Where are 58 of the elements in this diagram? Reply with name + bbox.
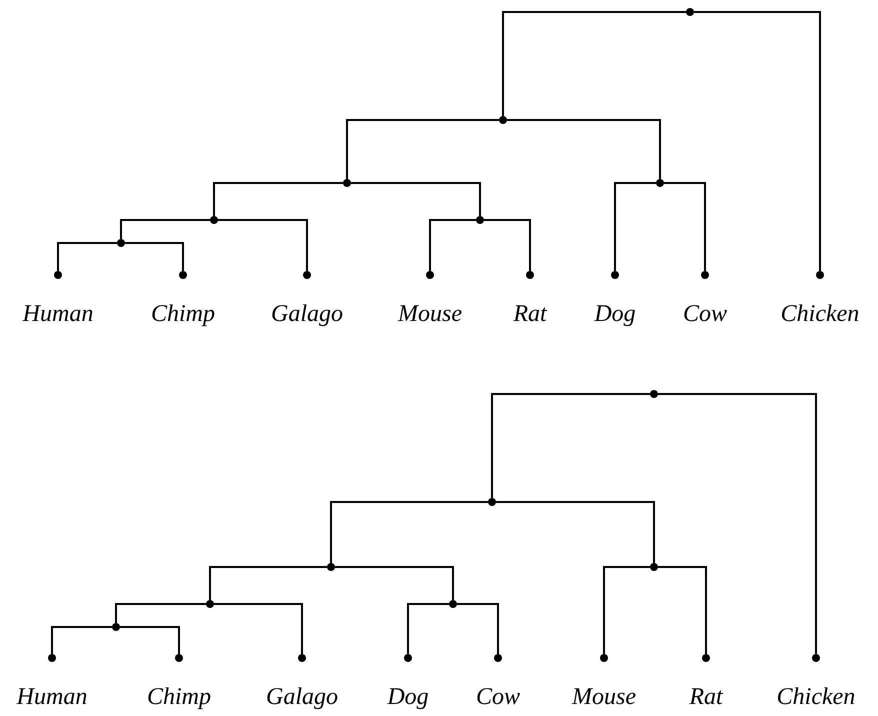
tree-branch	[658, 393, 817, 654]
tree-branch	[658, 566, 707, 654]
tree-branch	[502, 11, 686, 116]
species-label: Cow	[476, 684, 520, 710]
tree-branch	[120, 219, 210, 239]
branch-node-dot	[650, 563, 658, 571]
branch-node-dot	[476, 216, 484, 224]
tree-branch	[694, 11, 821, 271]
species-label: Human	[22, 301, 94, 327]
species-label: Mouse	[572, 684, 636, 710]
tree-branch	[457, 603, 499, 654]
species-label: Dog	[387, 684, 429, 710]
tree-branch	[507, 119, 661, 179]
tree-branch	[213, 182, 343, 216]
branch-node-dot	[210, 216, 218, 224]
tree-branch	[603, 566, 650, 654]
branch-node-dot	[343, 179, 351, 187]
tree-branch	[491, 393, 650, 498]
branch-node-dot	[112, 623, 120, 631]
tree-branch	[335, 566, 454, 600]
tree-branch	[664, 182, 706, 271]
tree-branch	[120, 626, 180, 654]
species-label: Dog	[594, 301, 636, 327]
branch-node-dot	[499, 116, 507, 124]
species-label: Cow	[682, 301, 727, 327]
species-label: Galago	[271, 301, 343, 327]
branch-node-dot	[488, 498, 496, 506]
species-label: Chicken	[776, 684, 856, 710]
tree-branch	[330, 501, 488, 563]
species-label: Rat	[689, 684, 723, 710]
tree-branch	[351, 182, 481, 216]
branch-node-dot	[206, 600, 214, 608]
species-label: Chicken	[780, 301, 860, 327]
tree-branch	[125, 242, 184, 271]
tree-branch	[429, 219, 476, 271]
branch-node-dot	[686, 8, 694, 16]
tree-branch	[214, 603, 303, 654]
tree-branch	[51, 626, 112, 654]
tree-branch	[346, 119, 499, 179]
branch-node-dot	[656, 179, 664, 187]
tree-branch	[218, 219, 308, 271]
tree-branch	[614, 182, 656, 271]
tree-branch	[115, 603, 206, 623]
species-label: Mouse	[398, 301, 462, 327]
tree-branch	[407, 603, 449, 654]
branch-node-dot	[650, 390, 658, 398]
tree-branch	[57, 242, 117, 271]
species-label: Human	[16, 684, 88, 710]
tree-branch	[484, 219, 531, 271]
branch-node-dot	[449, 600, 457, 608]
species-label: Galago	[266, 684, 338, 710]
species-label: Chimp	[150, 301, 215, 327]
tree-branch	[209, 566, 327, 600]
species-label: Chimp	[146, 684, 211, 710]
species-label: Rat	[513, 301, 547, 327]
tree-branch	[496, 501, 655, 563]
branch-node-dot	[117, 239, 125, 247]
branch-node-dot	[327, 563, 335, 571]
